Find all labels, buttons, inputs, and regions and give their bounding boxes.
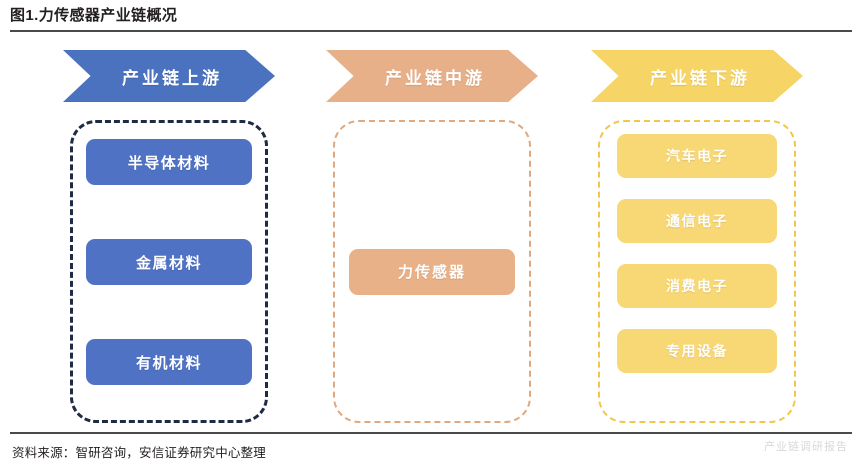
item-label: 力传感器 — [397, 264, 466, 281]
banner-upstream[interactable]: 产业链上游 — [63, 50, 275, 102]
item-communication-electronics[interactable]: 通信电子 — [617, 199, 777, 243]
item-label: 有机材料 — [135, 354, 202, 372]
banner-upstream-label: 产业链上游 — [122, 68, 222, 88]
banner-midstream-label: 产业链中游 — [385, 68, 485, 88]
value-chain-columns: 产业链上游 半导体材料 金属材料 有机材料 产业链中游 力传感 — [0, 42, 862, 427]
column-downstream: 产业链下游 汽车电子 通信电子 消费电子 专用设备 — [583, 42, 811, 423]
banner-midstream[interactable]: 产业链中游 — [326, 50, 538, 102]
item-automotive-electronics[interactable]: 汽车电子 — [617, 134, 777, 178]
footer-divider — [10, 432, 852, 434]
column-upstream: 产业链上游 半导体材料 金属材料 有机材料 — [55, 42, 283, 423]
item-metal-material[interactable]: 金属材料 — [86, 239, 252, 285]
item-label: 消费电子 — [666, 278, 728, 294]
item-organic-material[interactable]: 有机材料 — [86, 339, 252, 385]
banner-downstream[interactable]: 产业链下游 — [591, 50, 803, 102]
page-title: 图1.力传感器产业链概况 — [10, 7, 178, 24]
item-label: 金属材料 — [135, 254, 202, 272]
column-midstream: 产业链中游 力传感器 — [318, 42, 546, 423]
item-label: 汽车电子 — [666, 148, 728, 164]
group-downstream: 汽车电子 通信电子 消费电子 专用设备 — [598, 120, 796, 423]
title-divider — [10, 30, 852, 32]
group-upstream: 半导体材料 金属材料 有机材料 — [70, 120, 268, 423]
item-label: 通信电子 — [666, 213, 728, 229]
watermark-text: 产业链调研报告 — [764, 441, 848, 453]
source-note: 资料来源：智研咨询，安信证券研究中心整理 — [12, 446, 267, 460]
item-label: 专用设备 — [666, 343, 728, 359]
item-special-equipment[interactable]: 专用设备 — [617, 329, 777, 373]
item-semiconductor-material[interactable]: 半导体材料 — [86, 139, 252, 185]
group-midstream: 力传感器 — [333, 120, 531, 423]
banner-downstream-label: 产业链下游 — [650, 68, 750, 88]
item-consumer-electronics[interactable]: 消费电子 — [617, 264, 777, 308]
figure-footer: 资料来源：智研咨询，安信证券研究中心整理 产业链调研报告 — [10, 432, 852, 468]
item-label: 半导体材料 — [127, 154, 211, 172]
item-force-sensor[interactable]: 力传感器 — [349, 248, 515, 295]
figure-title-bar: 图1.力传感器产业链概况 — [10, 6, 852, 32]
